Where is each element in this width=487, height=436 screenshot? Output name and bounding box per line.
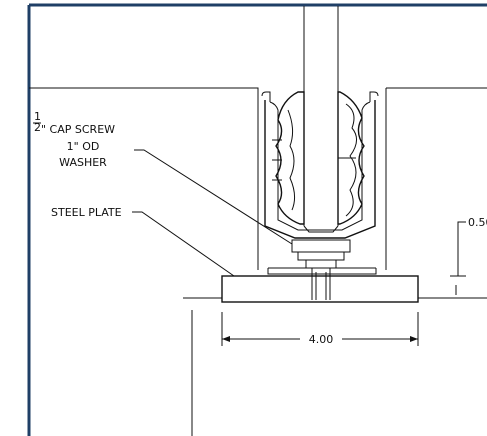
foundation-lines: [183, 297, 487, 436]
steel-plate: [221, 275, 419, 303]
thickness-dimension: 0.50: [450, 216, 487, 295]
left-taper-gasket: [272, 91, 305, 225]
drawing-frame: [27, 3, 487, 436]
base-shoe-channel: [261, 91, 379, 239]
right-taper-gasket: [337, 91, 365, 225]
washer-label-line1: 1" OD: [67, 140, 100, 153]
cap-screw-callout: 1 2 " CAP SCREW 1" OD WASHER: [33, 110, 293, 245]
washer-label-line2: WASHER: [59, 156, 107, 169]
width-dimension: 4.00: [221, 312, 419, 346]
steel-plate-callout: STEEL PLATE: [51, 206, 235, 277]
floor-outline: [29, 87, 487, 270]
steel-plate-label: STEEL PLATE: [51, 206, 122, 219]
cap-screw-fraction-num: 1: [34, 110, 41, 123]
plate-width-label: 4.00: [309, 333, 334, 346]
glass-panel: [303, 6, 339, 233]
cap-screw-label: " CAP SCREW: [41, 123, 115, 136]
plate-thickness-label: 0.50: [468, 216, 487, 229]
cap-screw-assembly: [267, 239, 377, 300]
cap-screw-fraction-den: 2: [34, 121, 41, 134]
